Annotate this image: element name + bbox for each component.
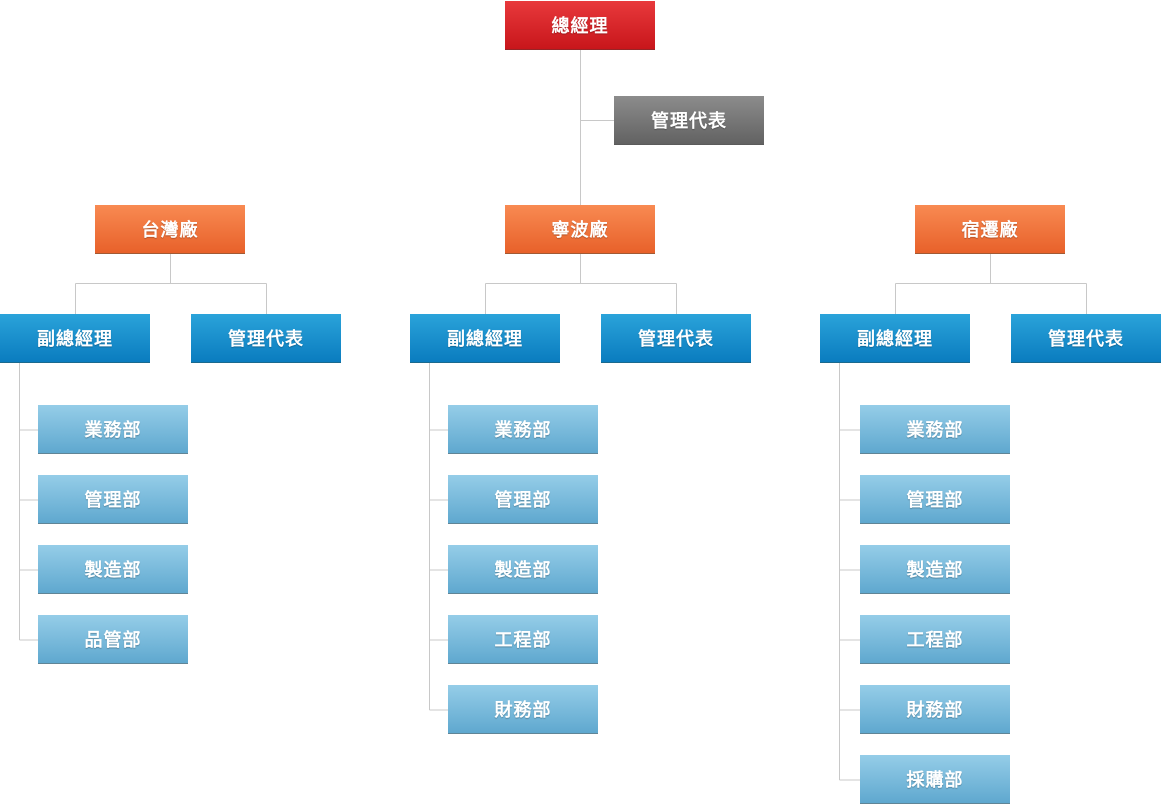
taiwan-dept-box[interactable]: 製造部	[38, 545, 188, 594]
factory-suqian-box[interactable]: 宿遷廠	[915, 205, 1065, 254]
ningbo-management-rep-box[interactable]: 管理代表	[601, 314, 751, 363]
ningbo-dept-box[interactable]: 財務部	[448, 685, 598, 734]
top-management-rep-box[interactable]: 管理代表	[614, 96, 764, 145]
factory-ningbo-box[interactable]: 寧波廠	[505, 205, 655, 254]
suqian-dept-box[interactable]: 採購部	[860, 755, 1010, 804]
suqian-dept-box[interactable]: 業務部	[860, 405, 1010, 454]
ningbo-dept-box[interactable]: 業務部	[448, 405, 598, 454]
suqian-dept-box[interactable]: 財務部	[860, 685, 1010, 734]
ningbo-dept-box[interactable]: 管理部	[448, 475, 598, 524]
taiwan-vp-box[interactable]: 副總經理	[0, 314, 150, 363]
suqian-dept-box[interactable]: 管理部	[860, 475, 1010, 524]
ningbo-dept-box[interactable]: 工程部	[448, 615, 598, 664]
taiwan-dept-box[interactable]: 品管部	[38, 615, 188, 664]
taiwan-management-rep-box[interactable]: 管理代表	[191, 314, 341, 363]
suqian-dept-box[interactable]: 工程部	[860, 615, 1010, 664]
suqian-vp-box[interactable]: 副總經理	[820, 314, 970, 363]
taiwan-dept-box[interactable]: 管理部	[38, 475, 188, 524]
ceo-box[interactable]: 總經理	[505, 1, 655, 50]
ningbo-dept-box[interactable]: 製造部	[448, 545, 598, 594]
ningbo-vp-box[interactable]: 副總經理	[410, 314, 560, 363]
taiwan-dept-box[interactable]: 業務部	[38, 405, 188, 454]
factory-taiwan-box[interactable]: 台灣廠	[95, 205, 245, 254]
suqian-management-rep-box[interactable]: 管理代表	[1011, 314, 1161, 363]
suqian-dept-box[interactable]: 製造部	[860, 545, 1010, 594]
